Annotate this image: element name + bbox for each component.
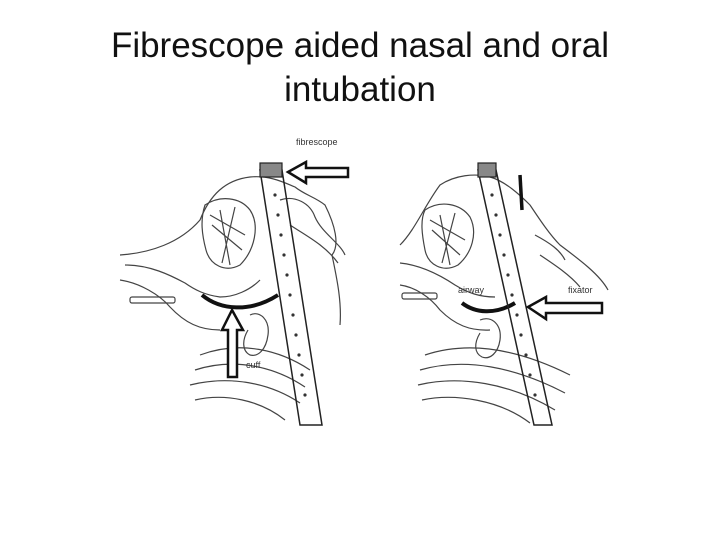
left-jaw: [119, 279, 221, 331]
right-scope-dots: [490, 193, 537, 397]
label-fixator: fixator: [568, 285, 593, 295]
title-line-2: intubation: [284, 70, 436, 109]
left-neck-muscles: [189, 347, 311, 421]
right-jaw: [399, 284, 491, 331]
title-line-1: Fibrescope aided nasal and oral: [110, 26, 610, 65]
right-face-lines: [534, 234, 581, 288]
right-panel: [399, 162, 609, 426]
left-scope-tube: [259, 169, 323, 426]
fixator-arrow: [525, 294, 604, 322]
fibrescope-arrow: [285, 159, 350, 186]
right-scope-tube: [477, 169, 553, 426]
right-fixator-curve: [460, 301, 517, 314]
right-scope-tip: [477, 162, 497, 178]
slide-title: Fibrescope aided nasal and oral intubati…: [60, 24, 660, 112]
left-panel: [119, 159, 350, 426]
left-larynx: [243, 313, 269, 356]
left-tongue: [124, 264, 261, 298]
label-airway: airway: [458, 285, 485, 295]
left-scope-tip: [259, 162, 283, 178]
right-tongue: [399, 262, 496, 298]
left-nasal-cavity: [201, 198, 256, 269]
left-turbinate-1: [209, 206, 246, 266]
right-teeth: [401, 292, 438, 300]
right-larynx: [475, 318, 501, 359]
right-neck-muscles: [417, 347, 571, 424]
left-teeth: [129, 296, 176, 304]
left-hand: [279, 197, 346, 264]
illustration-svg: fibrescope cuff: [119, 137, 609, 426]
right-scope-guide: [518, 174, 524, 211]
right-turbinate-1: [429, 212, 466, 266]
left-scope-dots: [273, 193, 307, 397]
right-nasal-cavity: [421, 203, 475, 269]
left-cuff-curve: [200, 293, 280, 310]
right-head-outline: [399, 174, 609, 291]
label-cuff: cuff: [246, 360, 261, 370]
label-fibrescope: fibrescope: [296, 137, 338, 147]
cuff-arrow: [219, 307, 246, 379]
intubation-illustration: fibrescope cuff: [110, 125, 610, 430]
